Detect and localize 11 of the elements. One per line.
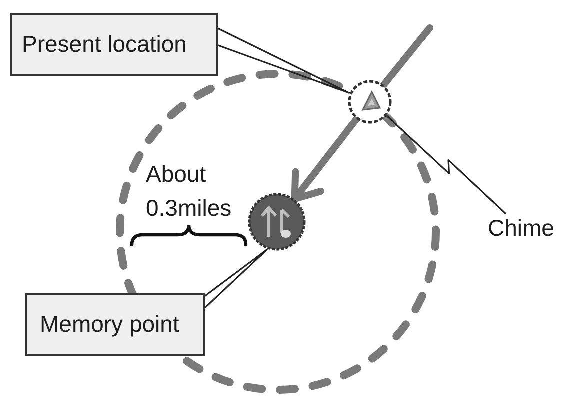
distance-label: About 0.3miles [146,160,233,223]
music-note-icon [248,193,306,251]
arrow [291,116,360,203]
callout-pointer [216,27,351,94]
position-marker-icon [348,80,392,124]
callout-box: Memory point [25,293,205,356]
lightning-line [386,115,507,215]
callout-pointer [203,248,268,310]
route-line [380,24,434,88]
node-label: Chime [488,214,554,242]
callout-box: Present location [10,13,218,76]
